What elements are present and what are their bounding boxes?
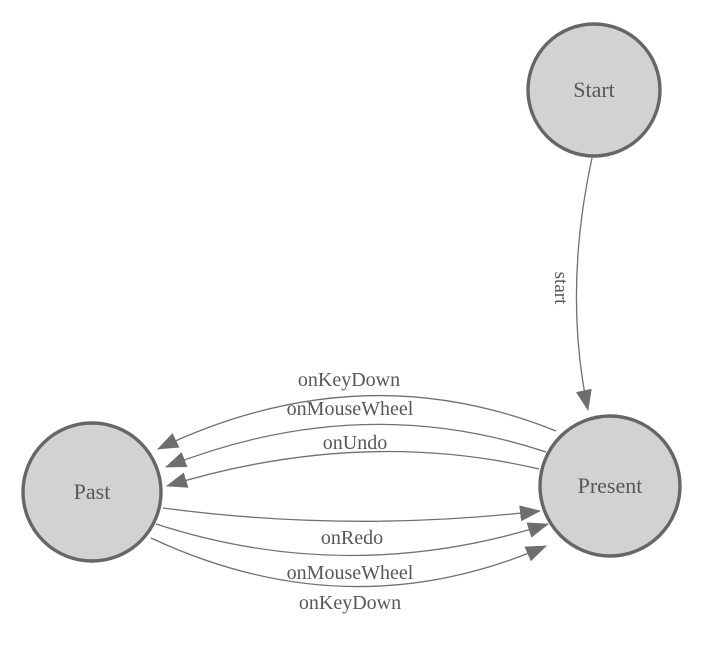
edge-present-to-past-onundo <box>166 450 540 488</box>
edge-present-to-past-onmousewheel <box>165 423 547 468</box>
state-node-present-label: Present <box>578 473 643 498</box>
edge-start-to-present <box>575 157 593 411</box>
edge-past-to-present-onkeydown <box>150 537 547 588</box>
state-node-present <box>538 414 682 558</box>
state-node-past <box>21 421 163 563</box>
edge-label-onmousewheel-bottom: onMouseWheel <box>287 562 414 584</box>
edge-label-onundo: onUndo <box>323 432 387 454</box>
state-node-past-label: Past <box>74 479 111 504</box>
edge-past-to-present-onredo <box>162 505 541 522</box>
edge-past-to-present-onmousewheel <box>155 522 549 557</box>
edge-label-onredo: onRedo <box>321 527 383 549</box>
edge-present-to-past-onkeydown <box>157 394 557 450</box>
edge-label-start: start <box>550 272 571 305</box>
edge-label-onmousewheel-top: onMouseWheel <box>287 398 414 420</box>
state-node-start <box>526 22 662 158</box>
edge-label-onkeydown-bottom: onKeyDown <box>299 592 401 614</box>
state-node-start-label: Start <box>573 77 615 102</box>
edge-label-onkeydown-top: onKeyDown <box>298 369 400 391</box>
